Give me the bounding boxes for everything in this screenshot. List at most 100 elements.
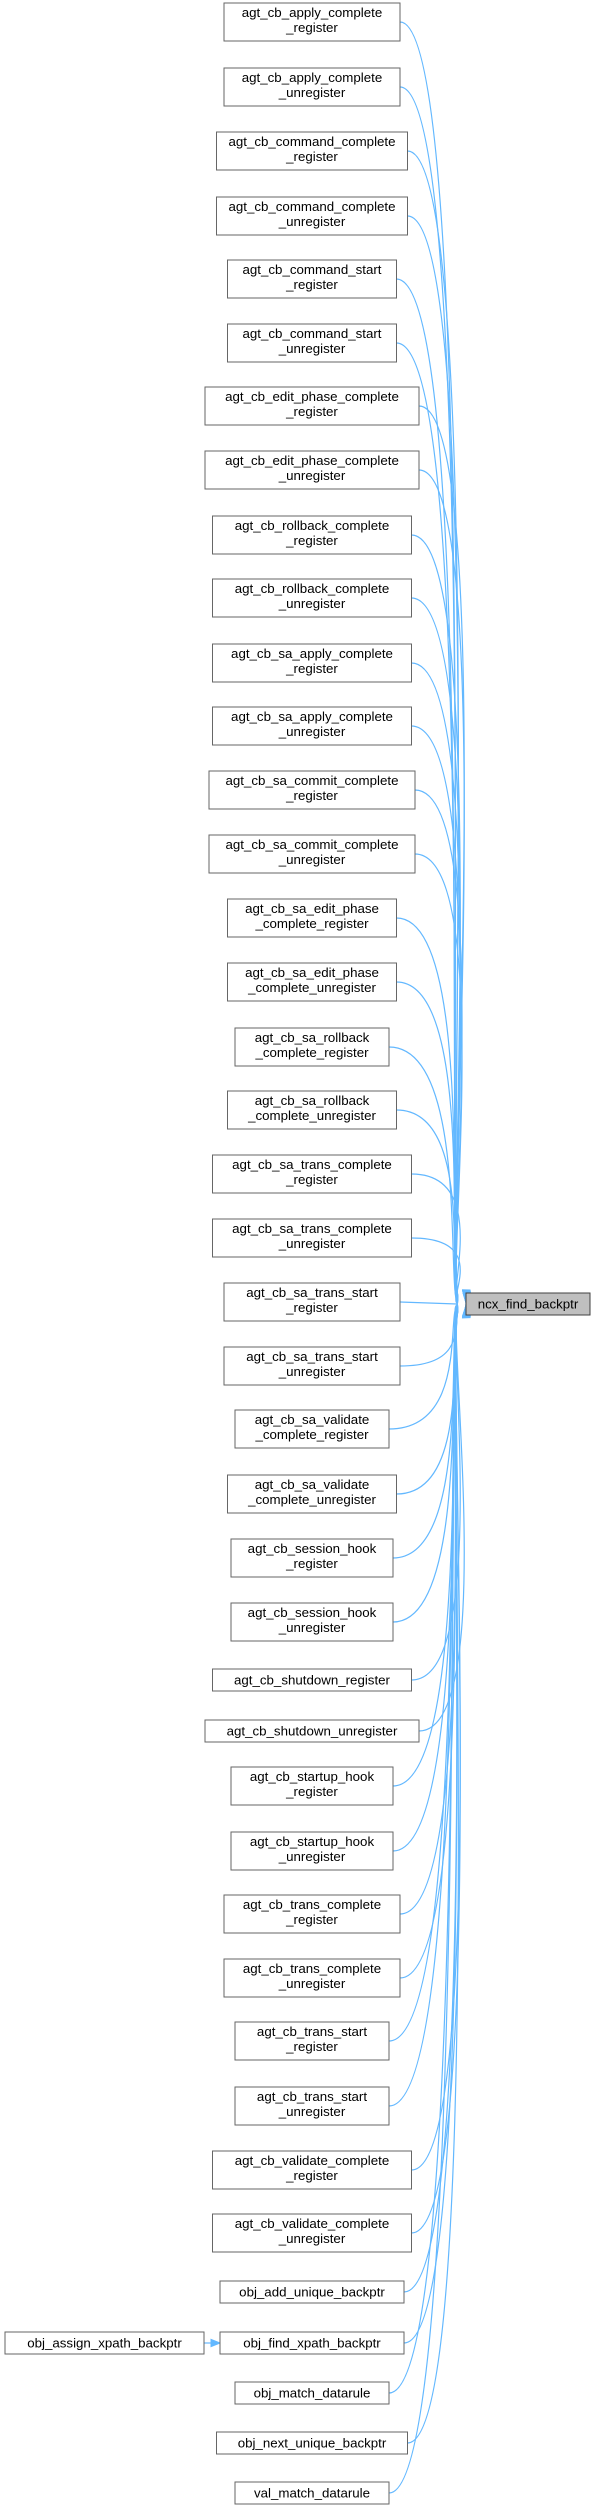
node-obj-find-xpath-backptr[interactable]: obj_find_xpath_backptr	[219, 2331, 405, 2355]
node-agt-cb-command-complete-register-box	[216, 131, 408, 171]
node-agt-cb-sa-edit-phase-complete-register[interactable]: agt_cb_sa_edit_phase_complete_register	[227, 898, 397, 938]
node-agt-cb-sa-commit-complete-register-box	[208, 770, 416, 810]
node-agt-cb-startup-hook-unregister[interactable]: agt_cb_startup_hook_unregister	[230, 1831, 394, 1871]
node-obj-find-xpath-backptr-box	[219, 2331, 405, 2355]
node-agt-cb-rollback-complete-register-label: agt_cb_rollback_complete	[235, 518, 390, 533]
node-agt-cb-command-complete-unregister[interactable]: agt_cb_command_complete_unregister	[216, 196, 408, 236]
node-agt-cb-sa-edit-phase-complete-register-box	[227, 898, 397, 938]
node-agt-cb-sa-commit-complete-unregister[interactable]: agt_cb_sa_commit_complete_unregister	[208, 834, 416, 874]
node-agt-cb-shutdown-register[interactable]: agt_cb_shutdown_register	[212, 1668, 412, 1692]
node-agt-cb-rollback-complete-unregister-label: _unregister	[278, 596, 346, 611]
node-agt-cb-sa-validate-complete-register[interactable]: agt_cb_sa_validate_complete_register	[234, 1409, 390, 1449]
node-agt-cb-sa-rollback-complete-unregister-label: _complete_unregister	[247, 1108, 376, 1123]
node-agt-cb-sa-trans-start-unregister-label: agt_cb_sa_trans_start	[246, 1349, 378, 1364]
node-agt-cb-command-start-unregister[interactable]: agt_cb_command_start_unregister	[227, 323, 397, 363]
node-agt-cb-sa-trans-complete-unregister[interactable]: agt_cb_sa_trans_complete_unregister	[212, 1218, 412, 1258]
node-obj-next-unique-backptr[interactable]: obj_next_unique_backptr	[216, 2431, 408, 2455]
node-agt-cb-command-start-register-box	[227, 259, 397, 299]
node-obj-match-datarule-label: obj_match_datarule	[254, 2386, 371, 2401]
node-agt-cb-session-hook-unregister-box	[230, 1602, 394, 1642]
node-agt-cb-validate-complete-register-label: _register	[285, 2168, 338, 2183]
edge-node-agt-cb-sa-trans-complete-unregister	[411, 1237, 461, 1305]
node-agt-cb-trans-start-register-box	[234, 2021, 390, 2061]
edge-node-agt-cb-startup-hook-unregister	[392, 1306, 459, 1852]
node-agt-cb-sa-apply-complete-register-label: agt_cb_sa_apply_complete	[231, 646, 393, 661]
node-agt-cb-command-start-register-label: _register	[285, 277, 338, 292]
node-agt-cb-session-hook-register-box	[230, 1538, 394, 1578]
node-agt-cb-trans-start-unregister-label: agt_cb_trans_start	[257, 2089, 367, 2104]
edge-node-agt-cb-sa-commit-complete-unregister	[414, 853, 463, 1302]
node-agt-cb-apply-complete-unregister-label: _unregister	[278, 85, 346, 100]
node-obj-add-unique-backptr[interactable]: obj_add_unique_backptr	[219, 2280, 405, 2304]
node-obj-assign-xpath-backptr[interactable]: obj_assign_xpath_backptr	[4, 2331, 205, 2355]
node-agt-cb-rollback-complete-unregister-box	[212, 578, 412, 618]
node-agt-cb-sa-apply-complete-unregister[interactable]: agt_cb_sa_apply_complete_unregister	[212, 706, 412, 746]
node-agt-cb-validate-complete-unregister-label: _unregister	[278, 2231, 346, 2246]
node-agt-cb-command-start-register[interactable]: agt_cb_command_start_register	[227, 259, 397, 299]
node-agt-cb-startup-hook-register[interactable]: agt_cb_startup_hook_register	[230, 1766, 394, 1806]
node-agt-cb-command-complete-unregister-box	[216, 196, 408, 236]
node-agt-cb-apply-complete-unregister[interactable]: agt_cb_apply_complete_unregister	[223, 67, 401, 107]
edge-node-agt-cb-sa-trans-start-register	[399, 1301, 458, 1305]
node-agt-cb-apply-complete-unregister-box	[223, 67, 401, 107]
node-agt-cb-trans-complete-unregister[interactable]: agt_cb_trans_complete_unregister	[223, 1958, 401, 1998]
node-agt-cb-sa-commit-complete-unregister-label: agt_cb_sa_commit_complete	[226, 837, 399, 852]
node-agt-cb-rollback-complete-register[interactable]: agt_cb_rollback_complete_register	[212, 515, 412, 555]
node-agt-cb-rollback-complete-unregister-label: agt_cb_rollback_complete	[235, 581, 390, 596]
node-agt-cb-sa-trans-start-register-box	[223, 1282, 401, 1322]
node-agt-cb-apply-complete-register[interactable]: agt_cb_apply_complete_register	[223, 2, 401, 42]
node-agt-cb-command-start-register-label: agt_cb_command_start	[243, 262, 382, 277]
node-agt-cb-validate-complete-register-box	[212, 2150, 412, 2190]
node-agt-cb-apply-complete-register-box	[223, 2, 401, 42]
node-agt-cb-command-complete-register[interactable]: agt_cb_command_complete_register	[216, 131, 408, 171]
node-agt-cb-sa-trans-complete-register[interactable]: agt_cb_sa_trans_complete_register	[212, 1154, 412, 1194]
node-agt-cb-sa-trans-start-unregister-label: _unregister	[278, 1364, 346, 1379]
node-agt-cb-sa-rollback-complete-register-label: _complete_register	[254, 1045, 369, 1060]
node-agt-cb-session-hook-unregister-label: agt_cb_session_hook	[248, 1605, 377, 1620]
node-agt-cb-sa-apply-complete-register-box	[212, 643, 412, 683]
node-agt-cb-sa-rollback-complete-register[interactable]: agt_cb_sa_rollback_complete_register	[234, 1027, 390, 1067]
node-agt-cb-sa-edit-phase-complete-unregister-label: agt_cb_sa_edit_phase	[245, 965, 379, 980]
node-agt-cb-trans-start-register[interactable]: agt_cb_trans_start_register	[234, 2021, 390, 2061]
node-ncx-find-backptr[interactable]: ncx_find_backptr	[465, 1292, 591, 1316]
node-agt-cb-startup-hook-unregister-label: agt_cb_startup_hook	[250, 1834, 375, 1849]
node-agt-cb-startup-hook-register-label: _register	[285, 1784, 338, 1799]
node-agt-cb-shutdown-unregister[interactable]: agt_cb_shutdown_unregister	[204, 1719, 420, 1743]
node-agt-cb-sa-edit-phase-complete-register-label: _complete_register	[254, 916, 369, 931]
node-agt-cb-session-hook-unregister[interactable]: agt_cb_session_hook_unregister	[230, 1602, 394, 1642]
node-agt-cb-sa-validate-complete-register-label: agt_cb_sa_validate	[255, 1412, 370, 1427]
node-agt-cb-sa-commit-complete-register[interactable]: agt_cb_sa_commit_complete_register	[208, 770, 416, 810]
node-agt-cb-sa-rollback-complete-unregister[interactable]: agt_cb_sa_rollback_complete_unregister	[227, 1090, 397, 1130]
edge-node-agt-cb-sa-trans-start-unregister	[399, 1303, 459, 1367]
node-agt-cb-edit-phase-complete-register[interactable]: agt_cb_edit_phase_complete_register	[204, 386, 420, 426]
node-agt-cb-command-start-unregister-label: agt_cb_command_start	[243, 326, 382, 341]
node-agt-cb-sa-apply-complete-register-label: _register	[285, 661, 338, 676]
node-agt-cb-trans-start-unregister[interactable]: agt_cb_trans_start_unregister	[234, 2086, 390, 2126]
node-agt-cb-session-hook-register[interactable]: agt_cb_session_hook_register	[230, 1538, 394, 1578]
node-obj-match-datarule[interactable]: obj_match_datarule	[234, 2381, 390, 2405]
node-agt-cb-validate-complete-unregister[interactable]: agt_cb_validate_complete_unregister	[212, 2213, 412, 2253]
node-agt-cb-trans-start-register-label: _register	[285, 2039, 338, 2054]
node-val-match-datarule[interactable]: val_match_datarule	[234, 2481, 390, 2505]
node-agt-cb-trans-complete-register-label: _register	[285, 1912, 338, 1927]
node-agt-cb-sa-validate-complete-unregister[interactable]: agt_cb_sa_validate_complete_unregister	[227, 1474, 397, 1514]
node-agt-cb-apply-complete-register-label: agt_cb_apply_complete	[242, 5, 382, 20]
node-agt-cb-edit-phase-complete-unregister[interactable]: agt_cb_edit_phase_complete_unregister	[204, 450, 420, 490]
node-agt-cb-startup-hook-register-label: agt_cb_startup_hook	[250, 1769, 375, 1784]
node-agt-cb-sa-trans-complete-register-label: _register	[285, 1172, 338, 1187]
node-agt-cb-command-complete-register-label: agt_cb_command_complete	[228, 134, 395, 149]
node-agt-cb-sa-trans-start-unregister[interactable]: agt_cb_sa_trans_start_unregister	[223, 1346, 401, 1386]
node-agt-cb-sa-apply-complete-unregister-label: agt_cb_sa_apply_complete	[231, 709, 393, 724]
node-agt-cb-trans-complete-register[interactable]: agt_cb_trans_complete_register	[223, 1894, 401, 1934]
node-agt-cb-sa-validate-complete-unregister-label: agt_cb_sa_validate	[255, 1477, 370, 1492]
node-agt-cb-validate-complete-register[interactable]: agt_cb_validate_complete_register	[212, 2150, 412, 2190]
edge-node-obj-next-unique-backptr	[407, 1310, 459, 2444]
node-agt-cb-edit-phase-complete-unregister-label: _unregister	[278, 468, 346, 483]
node-agt-cb-rollback-complete-unregister[interactable]: agt_cb_rollback_complete_unregister	[212, 578, 412, 618]
node-agt-cb-sa-edit-phase-complete-unregister[interactable]: agt_cb_sa_edit_phase_complete_unregister	[227, 962, 397, 1002]
node-agt-cb-sa-edit-phase-complete-unregister-box	[227, 962, 397, 1002]
node-agt-cb-sa-trans-start-register[interactable]: agt_cb_sa_trans_start_register	[223, 1282, 401, 1322]
node-agt-cb-edit-phase-complete-register-label: agt_cb_edit_phase_complete	[225, 389, 399, 404]
node-agt-cb-sa-apply-complete-register[interactable]: agt_cb_sa_apply_complete_register	[212, 643, 412, 683]
node-obj-match-datarule-box	[234, 2381, 390, 2405]
